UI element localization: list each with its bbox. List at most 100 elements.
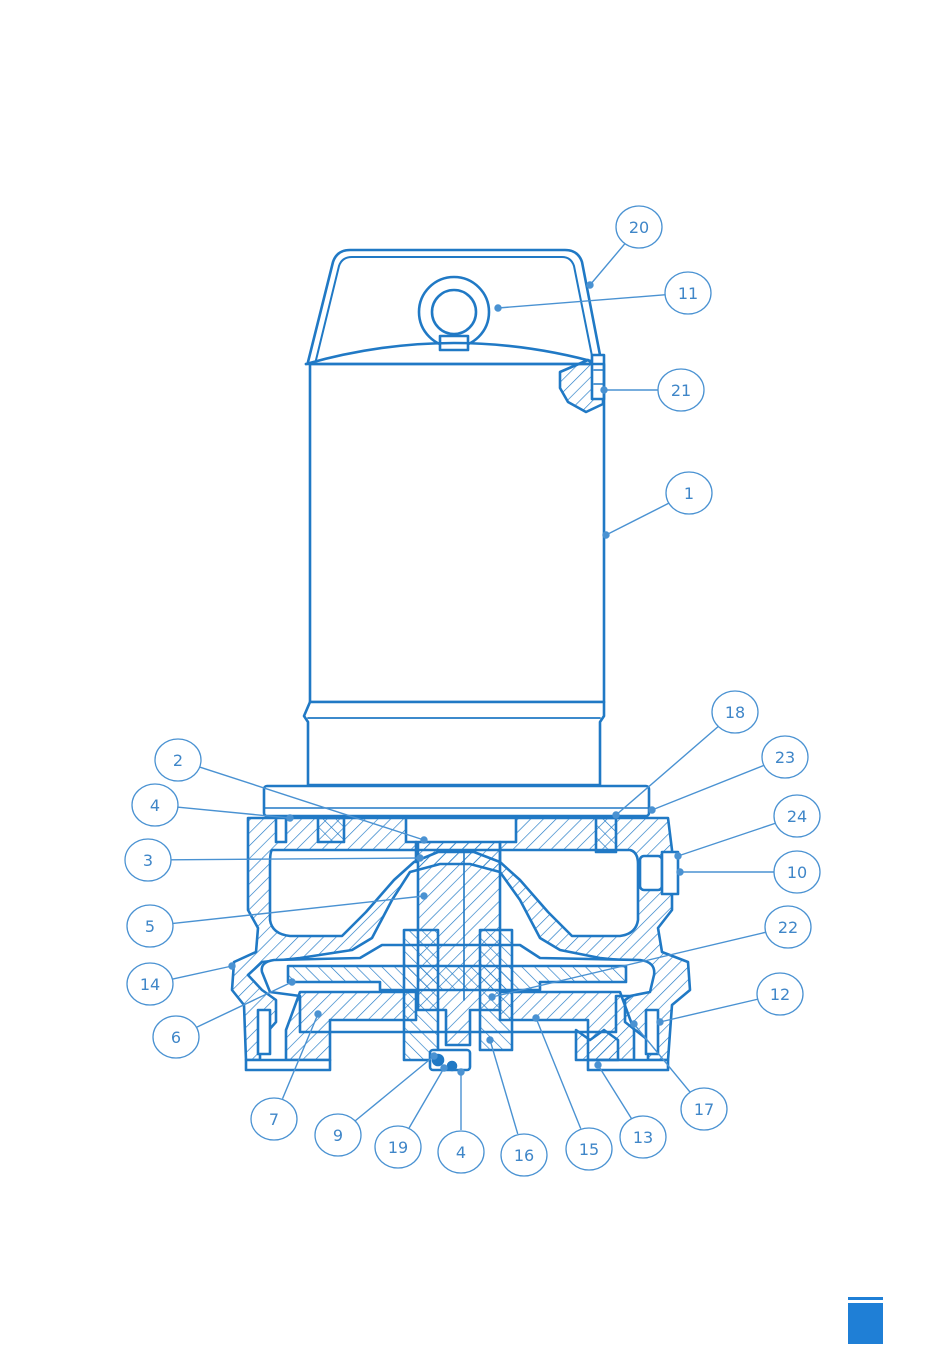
inlet-seal [576, 1030, 618, 1060]
callout-leader-dot-13 [533, 1015, 539, 1021]
callout-leader-dot-16 [441, 1065, 447, 1071]
page-corner-tab-stripe [848, 1297, 883, 1300]
callout-12: 13 [620, 1116, 666, 1158]
pump-body [232, 250, 690, 1070]
callout-number: 11 [678, 284, 698, 303]
callout-number: 22 [778, 918, 798, 937]
callout-number: 4 [456, 1143, 466, 1162]
callout-6: 23 [762, 736, 808, 778]
callout-number: 1 [684, 484, 694, 503]
page-corner-tab-block [848, 1303, 883, 1344]
callout-number: 5 [145, 917, 155, 936]
callout-24: 2 [155, 739, 201, 781]
callout-leader-dot-3 [601, 387, 607, 393]
callout-13: 15 [566, 1128, 612, 1170]
callout-leader-dot-14 [487, 1037, 493, 1043]
callout-leader-7 [678, 823, 776, 856]
callout-leader-17 [355, 1056, 434, 1121]
eye-bolt [419, 277, 489, 350]
callout-4: 1 [666, 472, 712, 514]
callout-5: 18 [712, 691, 758, 733]
callout-leader-dot-17 [431, 1053, 437, 1059]
callout-leader-dot-1 [587, 282, 593, 288]
callout-leader-1 [590, 244, 625, 285]
callout-22: 3 [125, 839, 171, 881]
callout-leader-20 [171, 966, 232, 979]
callout-leader-dot-22 [417, 855, 423, 861]
callout-3: 21 [658, 369, 704, 411]
callout-1: 20 [616, 206, 662, 248]
callout-leader-5 [616, 726, 718, 815]
bolt-right-top [596, 818, 616, 852]
motor-flange-plate [264, 786, 649, 816]
callout-15: 4 [438, 1131, 484, 1173]
callout-20: 14 [127, 963, 173, 1005]
callout-23: 4 [132, 784, 178, 826]
callout-11: 17 [681, 1088, 727, 1130]
callout-21: 5 [127, 905, 173, 947]
callout-leader-dot-18 [315, 1011, 321, 1017]
bolt-left-bottom [258, 1010, 270, 1054]
callout-leader-dot-4 [603, 532, 609, 538]
callout-number: 4 [150, 796, 160, 815]
motor-housing [310, 364, 604, 702]
callout-number: 23 [775, 748, 795, 767]
callout-leader-16 [409, 1068, 444, 1128]
callout-number: 3 [143, 851, 153, 870]
callout-number: 9 [333, 1126, 343, 1145]
callout-leader-dot-9 [489, 994, 495, 1000]
callout-number: 14 [140, 975, 160, 994]
callout-number: 6 [171, 1028, 181, 1047]
callout-14: 16 [501, 1134, 547, 1176]
callout-leader-dot-5 [613, 812, 619, 818]
callout-leader-6 [652, 765, 765, 810]
callout-number: 21 [671, 381, 691, 400]
callout-leader-dot-6 [649, 807, 655, 813]
callout-number: 20 [629, 218, 649, 237]
callout-number: 13 [633, 1128, 653, 1147]
callout-leader-dot-20 [229, 963, 235, 969]
callout-number: 17 [694, 1100, 714, 1119]
bolt-right-bottom [646, 1010, 658, 1054]
callout-number: 15 [579, 1140, 599, 1159]
drain-plug [640, 856, 662, 890]
callout-leader-dot-8 [677, 869, 683, 875]
callout-number: 16 [514, 1146, 534, 1165]
bolt-left-top-2 [318, 818, 344, 842]
callout-leader-14 [490, 1040, 518, 1134]
callout-leader-dot-19 [289, 979, 295, 985]
callout-leader-12 [598, 1065, 631, 1118]
callout-leader-dot-21 [421, 893, 427, 899]
callout-leader-dot-7 [675, 853, 681, 859]
callout-8: 10 [774, 851, 820, 893]
callout-19: 6 [153, 1016, 199, 1058]
callout-leader-4 [606, 503, 669, 535]
page-corner-tab [848, 1297, 883, 1344]
callout-18: 7 [251, 1098, 297, 1140]
callout-number: 7 [269, 1110, 279, 1129]
callout-leader-dot-15 [458, 1069, 464, 1075]
callout-leader-13 [536, 1018, 581, 1129]
callout-number: 10 [787, 863, 807, 882]
callout-leader-dot-12 [595, 1062, 601, 1068]
shaft-sleeve-right [480, 930, 512, 1050]
callout-leader-dot-11 [631, 1021, 637, 1027]
bolt-left-top [276, 818, 286, 842]
callout-leader-dot-10 [657, 1019, 663, 1025]
callout-9: 22 [765, 906, 811, 948]
callout-leader-dot-23 [287, 815, 293, 821]
callout-number: 12 [770, 985, 790, 1004]
callout-16: 19 [375, 1126, 421, 1168]
shaft-sleeve [404, 930, 438, 1060]
motor-lower-sleeve [304, 702, 604, 785]
callout-number: 24 [787, 807, 807, 826]
callout-leader-dot-2 [495, 305, 501, 311]
callout-7: 24 [774, 795, 820, 837]
callout-number: 18 [725, 703, 745, 722]
callout-leader-dot-24 [421, 837, 427, 843]
callout-17: 9 [315, 1114, 361, 1156]
callout-number: 2 [173, 751, 183, 770]
callout-10: 12 [757, 973, 803, 1015]
